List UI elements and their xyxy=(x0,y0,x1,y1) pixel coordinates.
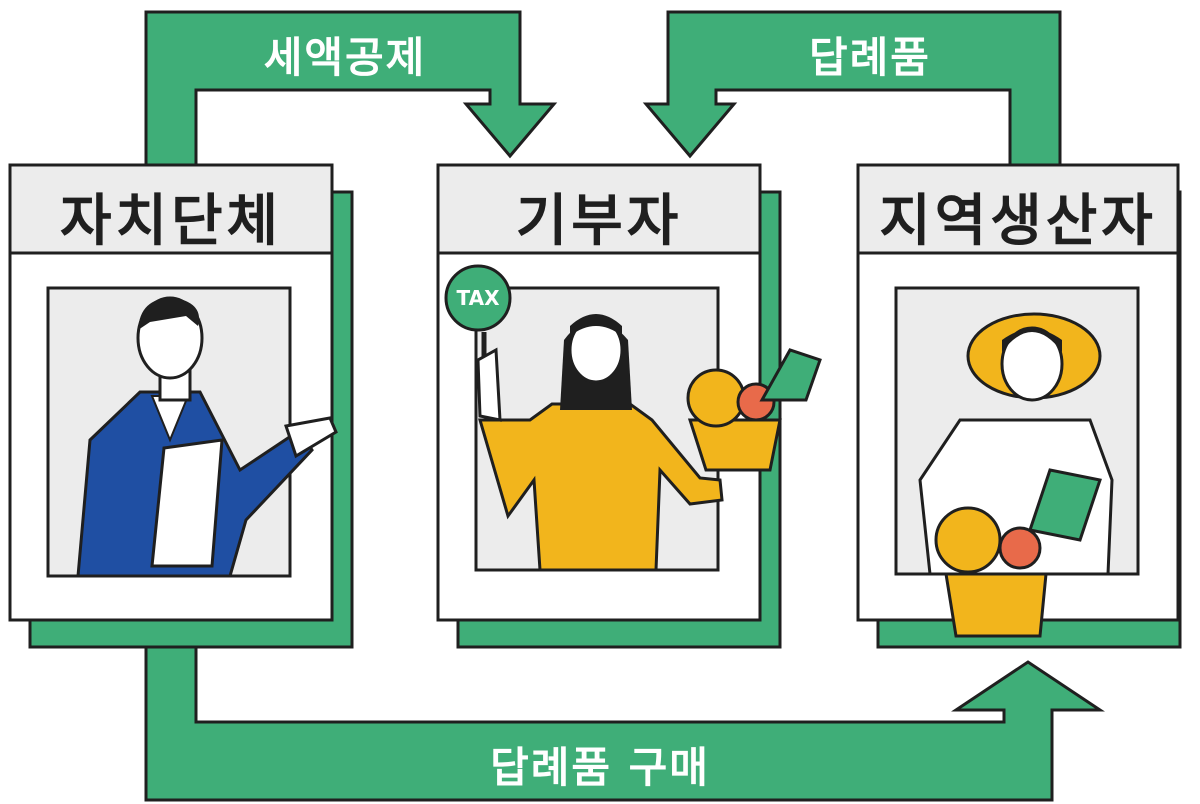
gift-purchase-label: 답례품 구매 xyxy=(490,743,710,792)
official-with-document-icon xyxy=(76,296,338,578)
card-title-donor: 기부자 xyxy=(515,189,683,254)
gift-arrow xyxy=(642,10,1062,167)
card-donor xyxy=(436,163,822,649)
tax-deduction-arrow xyxy=(144,10,558,167)
card-title-local-government: 자치단체 xyxy=(59,189,283,254)
gift-purchase-arrow xyxy=(144,638,1105,802)
donor-with-vegetables-icon xyxy=(444,264,822,572)
tax-deduction-label: 세액공제 xyxy=(263,33,427,82)
farmer-with-vegetable-basket-icon xyxy=(918,312,1114,638)
card-local-government xyxy=(8,163,354,649)
card-title-local-producer: 지역생산자 xyxy=(879,189,1157,254)
card-local-producer xyxy=(856,163,1182,649)
tax-badge: TAX xyxy=(456,286,500,310)
gift-label: 답례품 xyxy=(809,33,931,82)
